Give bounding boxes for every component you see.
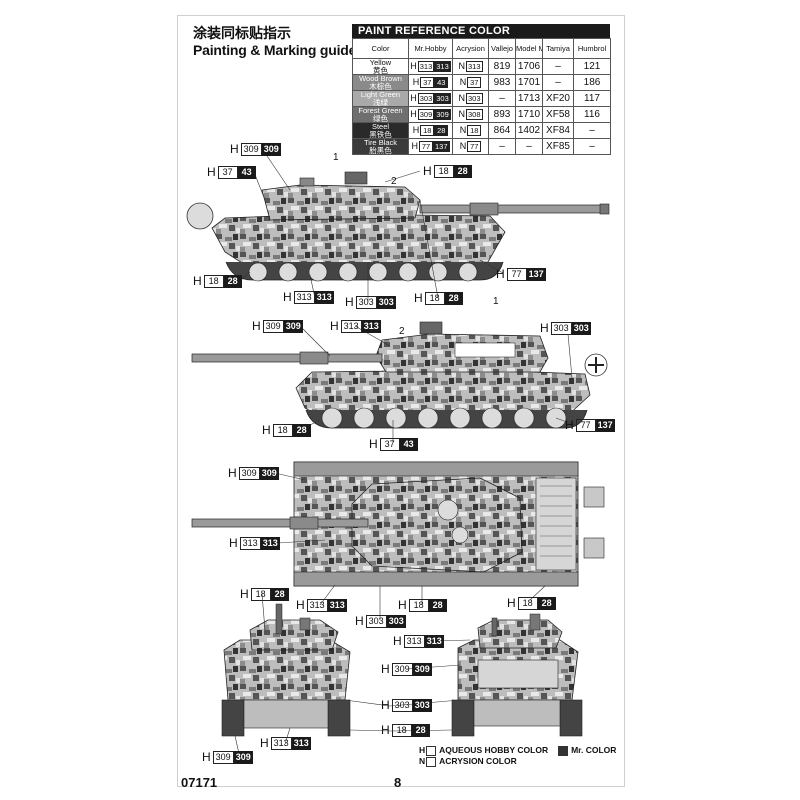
color-name-cn: 浅绿 [373, 97, 388, 107]
top-view [191, 461, 605, 587]
legend-acry-label: ACRYSION COLOR [439, 756, 517, 766]
humbrol-cell: 121 [573, 58, 611, 75]
color-name-cn: 胎黑色 [369, 145, 392, 155]
part-number-2b: 2 [399, 326, 405, 337]
paint-reference-table: PAINT REFERENCE COLOR Color Mr.Hobby Acr… [352, 24, 611, 155]
part-number-1a: 1 [333, 152, 339, 163]
side-view-left [186, 171, 610, 282]
humbrol-cell: – [573, 138, 611, 155]
rear-view [451, 613, 583, 737]
page-number: 8 [394, 775, 402, 790]
front-view [221, 603, 351, 737]
color-name: Wood Brown [359, 74, 402, 83]
paint-table-heading: PAINT REFERENCE COLOR [352, 24, 610, 38]
legend-hobby-label: AQUEOUS HOBBY COLOR [439, 745, 549, 755]
legend-mr-label: Mr. COLOR [571, 745, 617, 755]
color-name: Forest Green [358, 106, 403, 115]
part-number-1b: 1 [493, 296, 499, 307]
color-name: Yellow [369, 58, 392, 67]
product-code: 07171 [181, 775, 218, 790]
legend-row-acry: N ACRYSION COLOR [419, 756, 616, 767]
color-name-cn: 木棕色 [369, 81, 392, 91]
legend-box-icon-2 [426, 756, 437, 767]
color-name-cn: 黄色 [373, 65, 388, 75]
humbrol-cell: 116 [573, 106, 611, 123]
legend-row-hobby: H AQUEOUS HOBBY COLOR Mr. COLOR [419, 745, 616, 756]
color-name-cn: 绿色 [373, 113, 388, 123]
color-name: Steel [371, 122, 390, 131]
title-english: Painting & Marking guide [193, 42, 357, 58]
color-name-cn: 黑铁色 [369, 129, 392, 139]
side-view-right [191, 321, 608, 429]
col-tamiya: Tamiya [542, 38, 574, 59]
title-chinese: 涂装同标贴指示 [193, 26, 291, 42]
color-name: Light Green [360, 90, 401, 99]
col-vallejo: Vallejo [488, 38, 516, 59]
col-acrysion: Acrysion [452, 38, 489, 59]
legend-h-prefix: H [419, 745, 426, 755]
col-humbrol: Humbrol [573, 38, 611, 59]
paint-table-header-row: Color Mr.Hobby Acrysion Vallejo Model Ma… [352, 38, 611, 59]
legend-n-prefix: N [419, 756, 426, 766]
legend-dark-box-icon [558, 745, 569, 756]
color-legend: H AQUEOUS HOBBY COLOR Mr. COLOR N ACRYSI… [419, 745, 616, 767]
legend-box-icon [426, 745, 437, 756]
part-number-2a: 2 [391, 176, 397, 187]
vallejo-cell: – [488, 138, 516, 155]
color-name: Tire Black [363, 138, 398, 147]
